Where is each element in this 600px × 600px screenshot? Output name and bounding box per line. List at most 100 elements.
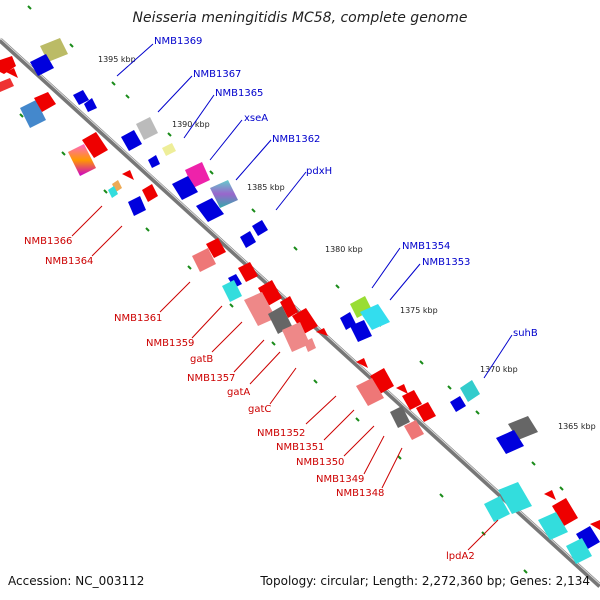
gene-arrow: [196, 198, 224, 222]
gene-label-reverse: NMB1366: [24, 236, 72, 247]
gene-arrow: [30, 54, 54, 76]
tick-label: 1395 kbp: [98, 55, 136, 64]
gene-label-forward: NMB1354: [402, 241, 450, 252]
gene-block: [0, 78, 14, 92]
gene-arrow: [496, 430, 524, 454]
forward-labels: NMB1369 NMB1367 NMB1365 xseA NMB1362 pdx…: [154, 36, 538, 339]
gene-label-forward: NMB1353: [422, 257, 470, 268]
gene-arrow: [590, 520, 600, 530]
gene-label-reverse: NMB1359: [146, 338, 194, 349]
tick-labels: 1395 kbp 1390 kbp 1385 kbp 1380 kbp 1375…: [98, 55, 596, 431]
gene-block: [268, 306, 292, 334]
gene-label-reverse: NMB1348: [336, 488, 384, 499]
gene-arrow: [84, 98, 97, 112]
gene-label-forward: pdxH: [306, 166, 332, 177]
gene-arrow: [396, 384, 408, 394]
gene-arrow: [238, 262, 258, 282]
reverse-labels: NMB1366 NMB1364 NMB1361 NMB1359 gatB NMB…: [24, 236, 475, 562]
gene-arrow: [34, 92, 56, 112]
gene-label-forward: NMB1362: [272, 134, 320, 145]
gene-arrow: [292, 308, 318, 334]
gene-arrow: [148, 155, 160, 168]
tick-label: 1370 kbp: [480, 365, 518, 374]
gene-block: [498, 482, 532, 514]
gene-label-reverse: NMB1361: [114, 313, 162, 324]
map-title: Neisseria meningitidis MC58, complete ge…: [132, 10, 468, 26]
tick-label: 1365 kbp: [558, 422, 596, 431]
gene-block: [108, 186, 118, 198]
forward-genes: [30, 38, 538, 454]
gene-block: [360, 304, 390, 330]
forward-leaders: [116, 43, 513, 379]
gene-arrow: [416, 402, 436, 422]
gene-arrow: [356, 358, 368, 368]
gene-arrow: [172, 176, 198, 200]
gene-block: [484, 496, 510, 522]
gene-arrow: [544, 490, 556, 500]
gene-block: [136, 117, 158, 140]
tick-dashes-lower: [19, 113, 528, 574]
gene-label-reverse: NMB1357: [187, 373, 235, 384]
gene-arrow: [122, 170, 134, 180]
gene-arrow: [576, 526, 600, 550]
gene-label-reverse: NMB1350: [296, 457, 344, 468]
gene-block: [304, 338, 316, 352]
gene-arrow: [128, 196, 146, 216]
gene-block: [460, 380, 480, 402]
gene-block: [68, 144, 96, 176]
gene-label-forward: NMB1365: [215, 88, 263, 99]
gene-arrow: [121, 130, 142, 151]
gene-arrow: [370, 368, 394, 394]
gene-arrow: [240, 231, 256, 248]
gene-label-reverse: NMB1351: [276, 442, 324, 453]
gene-arrow: [280, 296, 298, 318]
gene-label-reverse: gatA: [227, 387, 250, 398]
gene-arrow: [252, 220, 268, 236]
gene-label-reverse: NMB1364: [45, 256, 93, 267]
gene-arrow: [206, 238, 226, 258]
gene-arrow: [350, 320, 372, 342]
gene-arrow: [450, 396, 466, 412]
gene-block: [192, 248, 216, 272]
gene-label-forward: NMB1367: [193, 69, 241, 80]
gene-arrow: [228, 274, 242, 288]
gene-label-forward: xseA: [244, 113, 268, 124]
gene-arrow: [6, 68, 18, 78]
gene-block: [356, 378, 384, 406]
tick-label: 1385 kbp: [247, 183, 285, 192]
gene-arrow: [142, 184, 158, 202]
tick-label: 1390 kbp: [172, 120, 210, 129]
gene-block: [244, 292, 276, 326]
gene-arrow: [73, 90, 89, 105]
gene-label-reverse: lpdA2: [446, 551, 475, 562]
gene-label-forward: NMB1369: [154, 36, 202, 47]
gene-block: [404, 420, 424, 440]
gene-label-forward: suhB: [513, 328, 538, 339]
tick-label: 1380 kbp: [325, 245, 363, 254]
gene-block: [210, 180, 238, 208]
gene-arrow: [552, 498, 578, 526]
gene-arrow: [258, 280, 282, 306]
genome-summary-text: Topology: circular; Length: 2,272,360 bp…: [260, 574, 590, 588]
gene-arrow: [402, 390, 422, 410]
accession-text: Accession: NC_003112: [8, 574, 145, 588]
gene-block: [222, 280, 242, 302]
gene-label-reverse: NMB1349: [316, 474, 364, 485]
gene-block: [162, 143, 176, 156]
gene-label-reverse: gatB: [190, 354, 213, 365]
tick-label: 1375 kbp: [400, 306, 438, 315]
gene-arrow: [316, 328, 328, 336]
tick-dashes-upper: [27, 5, 564, 491]
reverse-leaders: [71, 205, 499, 551]
gene-block: [390, 406, 410, 428]
gene-label-reverse: NMB1352: [257, 428, 305, 439]
gene-arrow: [82, 132, 108, 158]
gene-label-reverse: gatC: [248, 404, 271, 415]
gene-block: [282, 322, 310, 352]
reverse-genes: [0, 56, 600, 564]
gene-arrow: [0, 56, 16, 74]
gene-block: [538, 512, 568, 540]
gene-block: [566, 538, 592, 564]
